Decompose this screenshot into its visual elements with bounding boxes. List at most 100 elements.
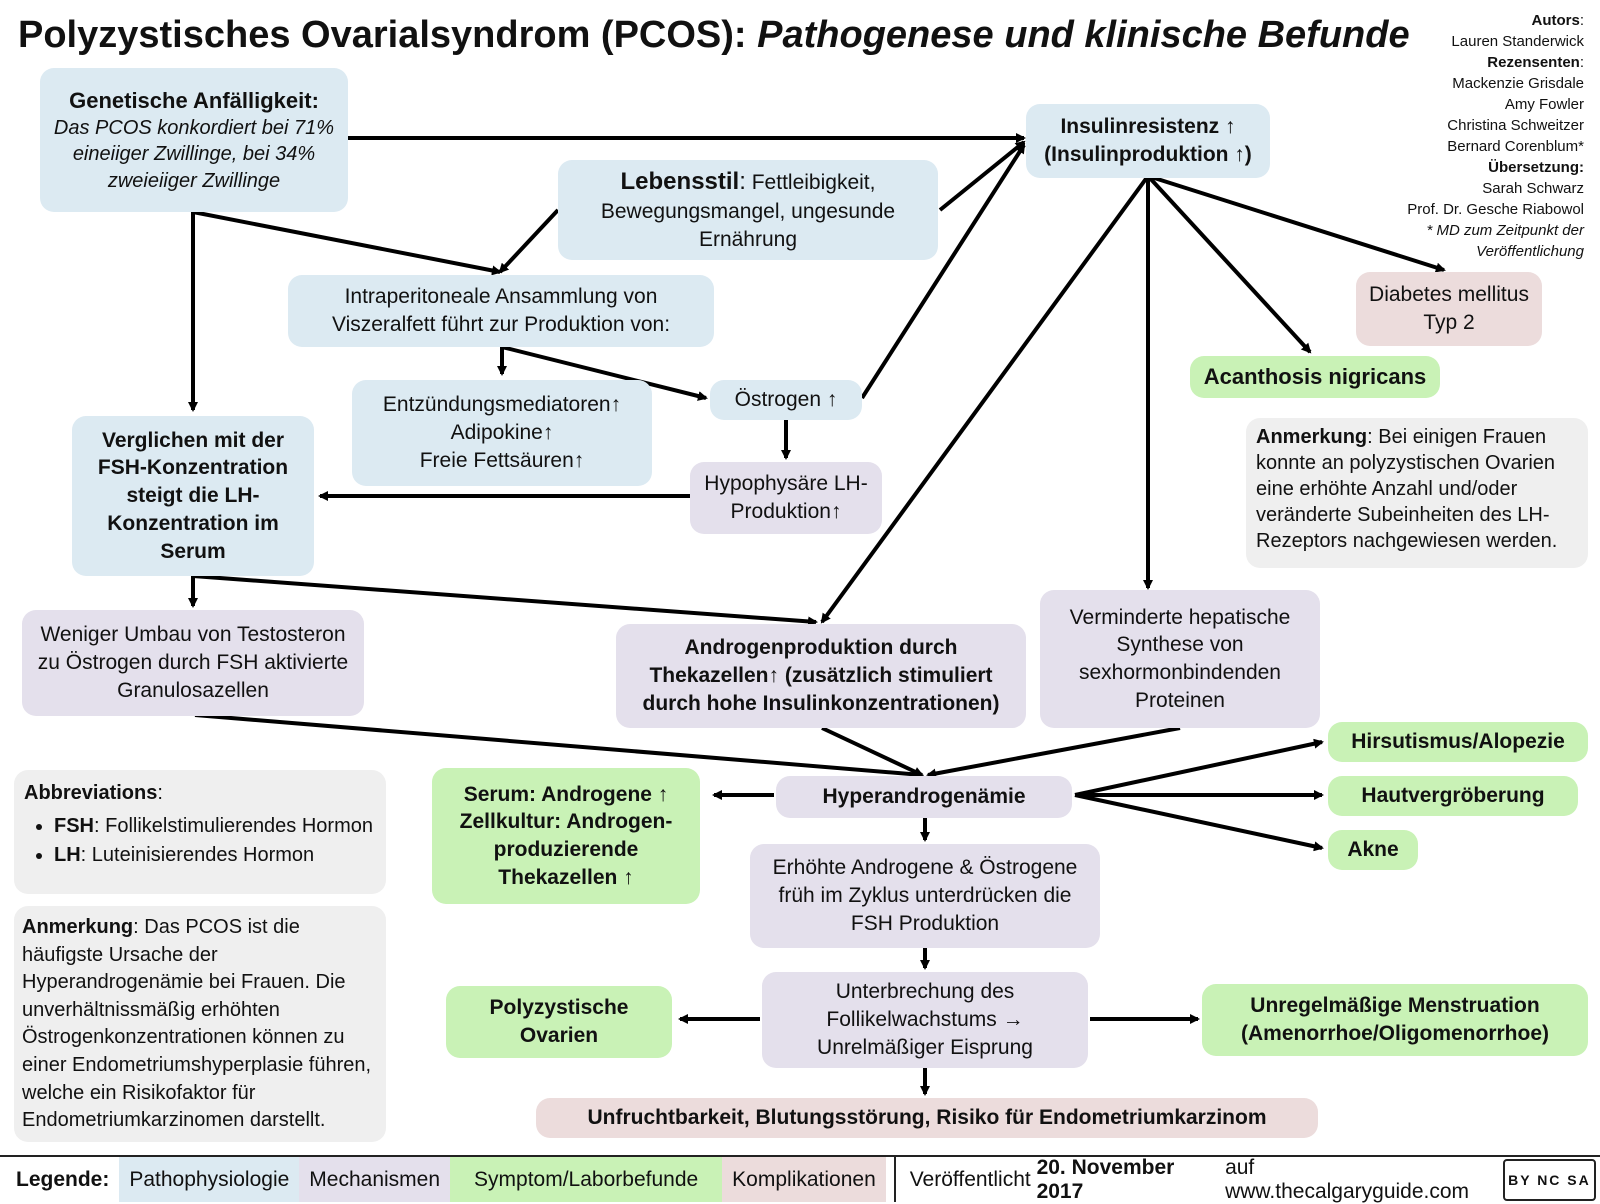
visceral-text: Intraperitoneale Ansammlung von Viszeral…: [331, 285, 671, 336]
arrow: [860, 143, 1026, 400]
visceral-fat-box: Intraperitoneale Ansammlung von Viszeral…: [288, 275, 714, 347]
abbreviation-item: FSH: Follikelstimulierendes Hormon: [54, 813, 373, 840]
arrow: [1074, 738, 1324, 797]
fsh-suppression-box: Erhöhte Androgene & Östrogene früh im Zy…: [750, 844, 1100, 948]
pituitary-lh-box: Hypophysäre LH-Produktion↑: [690, 462, 882, 534]
published-suffix: auf www.thecalgaryguide.com: [1225, 1155, 1470, 1203]
note-label: Anmerkung: [1256, 426, 1368, 448]
insulin-line2: (Insulinproduktion ↑): [1044, 143, 1252, 166]
lifestyle-text: Fettleibigkeit, Bewegungsmangel, ungesun…: [600, 171, 896, 251]
theca-androgen-box: Androgenproduktion durch Thekazellen↑ (z…: [616, 624, 1026, 728]
polycystic-ovaries-box: Polyzystische Ovarien: [446, 986, 672, 1058]
insulin-line1: Insulinresistenz ↑: [1060, 115, 1236, 139]
irregular-menstruation-box: Unregelmäßige Menstruation (Amenorrhoe/O…: [1202, 984, 1588, 1056]
free-fatty-acids: Freie Fettsäuren↑: [419, 448, 585, 472]
complications-box: Unfruchtbarkeit, Blutungsstörung, Risiko…: [536, 1098, 1318, 1138]
hepatic-synthesis-box: Verminderte hepatische Synthese von sexh…: [1040, 590, 1320, 728]
legend-pathophysiology: Pathophysiologie: [119, 1157, 300, 1202]
insulin-resistance-box: Insulinresistenz ↑ (Insulinproduktion ↑): [1026, 104, 1270, 178]
acne-box: Akne: [1328, 830, 1418, 870]
follicle-text: Unterbrechung des Follikelwachstums → Un…: [817, 980, 1033, 1059]
inflammation-mediators: Entzündungsmediatoren↑: [382, 393, 622, 417]
hepatic-text: Verminderte hepatische Synthese von sexh…: [1069, 605, 1291, 712]
translator-name: Prof. Dr. Gesche Riabowol: [1407, 201, 1584, 218]
arrow: [926, 726, 1181, 779]
legend-complications: Komplikationen: [722, 1157, 886, 1202]
author-name: Lauren Standerwick: [1451, 33, 1584, 50]
skin-text: Hautvergröberung: [1361, 784, 1545, 808]
published-prefix: Veröffentlicht: [909, 1167, 1031, 1191]
polycystic-text: Polyzystische Ovarien: [489, 996, 629, 1047]
acne-text: Akne: [1347, 838, 1399, 862]
author-footnote: * MD zum Zeitpunkt der Veröffentlichung: [1426, 222, 1584, 260]
arrow: [820, 174, 1150, 624]
lifestyle-box: Lebensstil: Fettleibigkeit, Bewegungsman…: [558, 160, 938, 260]
abbreviations-list: FSH: Follikelstimulierendes Hormon LH: L…: [24, 811, 373, 871]
lh-receptor-note: Anmerkung: Bei einigen Frauen konnte an …: [1246, 418, 1588, 568]
hirsutism-box: Hirsutismus/Alopezie: [1328, 722, 1588, 762]
flow-arrows: [188, 133, 1446, 1096]
authors-block: Autors: Lauren Standerwick Rezensenten: …: [1394, 10, 1584, 262]
serum-androgen-box: Serum: Androgene ↑ Zellkultur: Androgen-…: [432, 768, 700, 904]
acanthosis-text: Acanthosis nigricans: [1203, 364, 1427, 390]
pcos-note-box: Anmerkung: Das PCOS ist die häufigste Ur…: [14, 906, 386, 1142]
follicle-disruption-box: Unterbrechung des Follikelwachstums → Un…: [762, 972, 1088, 1068]
granulosa-box: Weniger Umbau von Testosteron zu Östroge…: [22, 610, 364, 716]
legend-label: Legende:: [16, 1167, 110, 1191]
serum-text: Serum: Androgene ↑ Zellkultur: Androgen-…: [459, 782, 673, 889]
complications-text: Unfruchtbarkeit, Blutungsstörung, Risiko…: [587, 1106, 1267, 1130]
arrow: [194, 713, 924, 780]
hyperandrogenemia-box: Hyperandrogenämie: [776, 776, 1072, 818]
menstruation-text: Unregelmäßige Menstruation (Amenorrhoe/O…: [1240, 994, 1550, 1045]
translation-label: Übersetzung:: [1488, 159, 1584, 176]
diabetes-box: Diabetes mellitus Typ 2: [1356, 272, 1542, 346]
fsh-suppression-text: Erhöhte Androgene & Östrogene früh im Zy…: [772, 856, 1078, 935]
diabetes-text: Diabetes mellitus Typ 2: [1369, 283, 1529, 334]
translator-name: Sarah Schwarz: [1482, 180, 1584, 197]
genetic-susceptibility-box: Genetische Anfälligkeit: Das PCOS konkor…: [40, 68, 348, 212]
granulosa-text: Weniger Umbau von Testosteron zu Östroge…: [37, 623, 349, 702]
abbr-definition: Luteinisierendes Hormon: [91, 844, 315, 866]
pituitary-text: Hypophysäre LH-Produktion↑: [704, 472, 868, 523]
legend-symptoms: Symptom/Laborbefunde: [450, 1157, 723, 1202]
arrow: [1074, 793, 1324, 852]
hirsutism-text: Hirsutismus/Alopezie: [1351, 730, 1565, 754]
legend-divider: [893, 1157, 896, 1202]
published-date: 20. November 2017: [1036, 1155, 1175, 1203]
adipokines: Adipokine↑: [450, 421, 554, 445]
arrow: [1147, 174, 1446, 273]
lh-fsh-ratio-box: Verglichen mit der FSH-Konzentration ste…: [72, 416, 314, 576]
legend-mechanisms: Mechanismen: [299, 1157, 451, 1202]
page-title: Polyzystisches Ovarialsyndrom (PCOS): Pa…: [18, 14, 1410, 57]
note-bottom-text: Das PCOS ist die häufigste Ursache der H…: [22, 916, 372, 1132]
theca-text: Androgenproduktion durch Thekazellen↑ (z…: [642, 636, 1000, 715]
abbreviations-label: Abbreviations: [24, 782, 158, 804]
reviewer-name: Bernard Corenblum*: [1447, 138, 1584, 155]
arrow: [938, 140, 1026, 212]
title-main: Polyzystisches Ovarialsyndrom (PCOS):: [18, 14, 747, 56]
abbr-term: LH: [54, 844, 81, 866]
reviewer-name: Mackenzie Grisdale: [1452, 75, 1584, 92]
genetics-heading: Genetische Anfälligkeit:: [69, 87, 319, 113]
inflammation-box: Entzündungsmediatoren↑ Adipokine↑ Freie …: [352, 380, 652, 486]
author-label: Autors: [1531, 12, 1580, 29]
abbreviations-box: Abbreviations: FSH: Follikelstimulierend…: [14, 770, 386, 894]
genetics-text: Das PCOS konkordiert bei 71% eineiiger Z…: [53, 116, 335, 192]
reviewer-name: Amy Fowler: [1504, 96, 1584, 113]
acanthosis-box: Acanthosis nigricans: [1190, 356, 1440, 398]
arrow: [192, 574, 818, 627]
publication-info: Veröffentlicht 20. November 2017 auf www…: [896, 1155, 1503, 1203]
hyperandrogenemia-text: Hyperandrogenämie: [822, 785, 1026, 809]
skin-coarsening-box: Hautvergröberung: [1328, 776, 1578, 816]
arrow: [821, 726, 924, 777]
abbr-definition: Follikelstimulierendes Hormon: [105, 815, 373, 837]
abbr-term: FSH: [54, 815, 94, 837]
arrow: [192, 210, 502, 276]
arrow: [1146, 174, 1312, 354]
arrow: [501, 345, 708, 401]
legend-bar: Legende: Pathophysiologie Mechanismen Sy…: [0, 1155, 1600, 1203]
note-bottom-label: Anmerkung: [22, 916, 134, 938]
title-sub: Pathogenese und klinische Befunde: [757, 14, 1410, 56]
creative-commons-icon: BY NC SA: [1502, 1158, 1596, 1201]
lifestyle-heading: Lebensstil: [620, 168, 740, 196]
